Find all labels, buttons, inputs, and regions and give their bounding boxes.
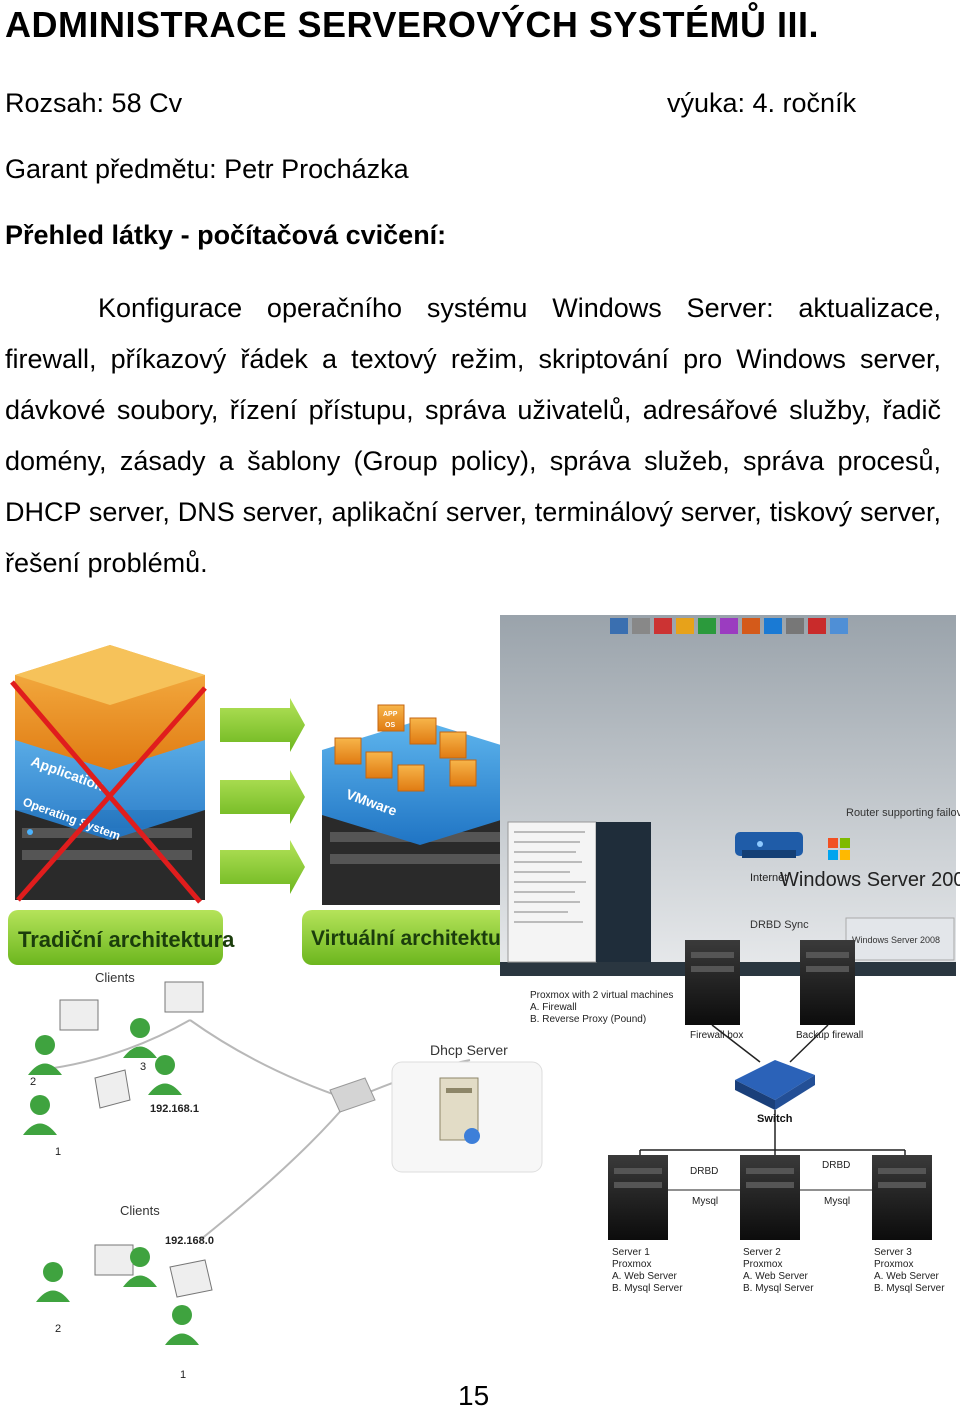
traditional-architecture-label: Tradiční architektura xyxy=(18,927,235,952)
drbd-sync-label: DRBD Sync xyxy=(750,919,809,931)
svg-text:Server 2: Server 2 xyxy=(743,1247,781,1258)
server-captions: Server 1 Proxmox A. Web Server B. Mysql … xyxy=(612,1247,945,1294)
svg-text:Server 3: Server 3 xyxy=(874,1247,912,1258)
node-number-2b: 2 xyxy=(55,1323,61,1335)
backup-firewall-label: Backup firewall xyxy=(796,1030,863,1041)
svg-text:Proxmox: Proxmox xyxy=(743,1259,782,1270)
svg-text:Server 1: Server 1 xyxy=(612,1247,650,1258)
backup-firewall-server-icon xyxy=(800,940,855,1025)
mysql-label-2: Mysql xyxy=(824,1196,850,1207)
node-number-3: 3 xyxy=(140,1061,146,1073)
drbd-label-2: DRBD xyxy=(822,1160,850,1171)
router-icon xyxy=(735,832,803,858)
course-scope: Rozsah: 58 Cv xyxy=(5,88,183,118)
traditional-stack: Application Operating System xyxy=(10,645,207,904)
svg-text:A. Web Server: A. Web Server xyxy=(612,1271,678,1282)
svg-text:B. Mysql Server: B. Mysql Server xyxy=(743,1283,814,1294)
server-2-icon xyxy=(740,1155,800,1240)
network-hub-icon xyxy=(329,1077,376,1113)
firewall-server-icon xyxy=(685,940,740,1025)
svg-text:Windows Server 2008: Windows Server 2008 xyxy=(852,935,940,945)
overview-heading: Přehled látky - počítačová cvičení: xyxy=(5,220,447,250)
windows-logo-icon xyxy=(828,838,850,860)
internet-label: Internet xyxy=(750,872,787,884)
svg-text:B. Reverse Proxy (Pound): B. Reverse Proxy (Pound) xyxy=(530,1014,646,1025)
document-title: ADMINISTRACE SERVEROVÝCH SYSTÉMŮ III. xyxy=(5,4,819,45)
node-number-1b: 1 xyxy=(180,1369,186,1380)
windows-server-logo: Windows Server 2008 xyxy=(780,869,960,891)
course-year: výuka: 4. ročník xyxy=(667,88,857,118)
dhcp-server-label: Dhcp Server xyxy=(430,1042,508,1058)
windows-desktop-screenshot: Windows Server 2008 xyxy=(500,615,956,976)
svg-text:Proxmox with 2 virtual machine: Proxmox with 2 virtual machines xyxy=(530,990,673,1001)
drbd-label-1: DRBD xyxy=(690,1166,718,1177)
syllabus-paragraph: Konfigurace operačního systému Windows S… xyxy=(5,293,941,578)
proxmox-note: Proxmox with 2 virtual machines A. Firew… xyxy=(530,990,673,1025)
page-number: 15 xyxy=(458,1380,490,1411)
node-number-1: 1 xyxy=(55,1146,61,1158)
architecture-illustration: Application Operating System VMware APP … xyxy=(0,600,960,1381)
svg-text:B. Mysql Server: B. Mysql Server xyxy=(874,1283,945,1294)
switch-label: Switch xyxy=(757,1113,793,1125)
svg-text:A. Web Server: A. Web Server xyxy=(874,1271,940,1282)
user-avatar-icon xyxy=(23,1018,199,1345)
server-1-icon xyxy=(608,1155,668,1240)
svg-text:A. Firewall: A. Firewall xyxy=(530,1002,577,1013)
dhcp-network-diagram: Clients Clients Dhcp Server 192.168.1 19… xyxy=(23,970,543,1381)
node-number-2: 2 xyxy=(30,1076,36,1088)
svg-text:Proxmox: Proxmox xyxy=(874,1259,913,1270)
network-diagram-right: Router supporting failover Internet Wind… xyxy=(530,807,960,1294)
app-box-label: APP xyxy=(383,711,398,718)
router-label: Router supporting failover xyxy=(846,807,960,819)
client-laptop-icon xyxy=(94,1069,213,1298)
svg-text:B. Mysql Server: B. Mysql Server xyxy=(612,1283,683,1294)
dhcp-server-icon xyxy=(439,1077,480,1144)
firewall-box-label: Firewall box xyxy=(690,1030,743,1041)
virtual-label-badge: Virtuální architektura xyxy=(302,910,521,965)
os-box-label: OS xyxy=(385,722,395,729)
dock-icons xyxy=(610,618,848,634)
client-computer-icon xyxy=(59,981,204,1276)
mysql-label-1: Mysql xyxy=(692,1196,718,1207)
course-guarantor: Garant předmětu: Petr Procházka xyxy=(5,154,409,184)
server-3-icon xyxy=(872,1155,932,1240)
virtual-architecture-label: Virtuální architektura xyxy=(311,927,521,950)
ip-label-a: 192.168.1 xyxy=(150,1103,199,1115)
clients-label-bottom: Clients xyxy=(120,1203,160,1218)
svg-text:A. Web Server: A. Web Server xyxy=(743,1271,809,1282)
virtual-stack: VMware APP OS xyxy=(322,704,517,905)
traditional-label-badge: Tradiční architektura xyxy=(8,910,235,965)
ip-label-b: 192.168.0 xyxy=(165,1235,214,1247)
svg-text:Proxmox: Proxmox xyxy=(612,1259,651,1270)
arrow-icons xyxy=(220,698,305,894)
clients-label-top: Clients xyxy=(95,970,135,985)
switch-icon xyxy=(735,1060,815,1110)
